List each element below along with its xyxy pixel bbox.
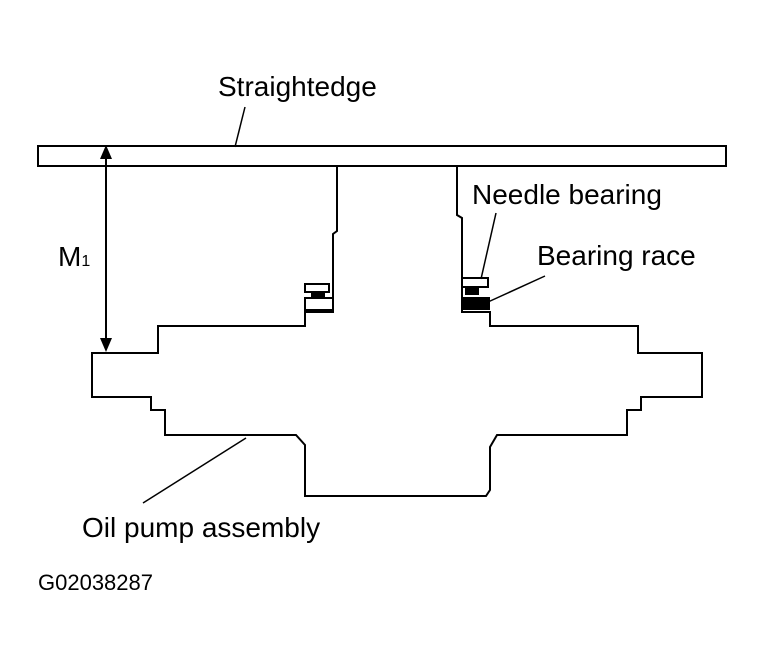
oil-pump-leader — [142, 437, 247, 504]
right-needle-bearing — [461, 277, 489, 288]
left-needle-bearing — [304, 283, 330, 293]
bearing-race-label: Bearing race — [537, 240, 696, 271]
needle-bearing-label: Needle bearing — [472, 179, 662, 210]
dimension-arrow-top — [100, 145, 112, 159]
dimension-label-main: M — [58, 241, 81, 272]
bearing-race-leader — [487, 275, 546, 303]
left-needle-roller — [311, 292, 325, 298]
dimension-label-sub: 1 — [81, 253, 90, 270]
shaft-right-edge — [456, 166, 463, 278]
straightedge-label: Straightedge — [218, 71, 377, 102]
left-bearing — [304, 283, 334, 311]
right-bearing-race — [462, 297, 490, 310]
right-bearing — [461, 277, 490, 310]
right-needle-roller — [465, 287, 479, 295]
oil-pump-assembly-label: Oil pump assembly — [82, 512, 320, 543]
dimension-arrow-bottom — [100, 338, 112, 352]
figure-code: G02038287 — [38, 570, 153, 595]
straightedge-leader — [234, 106, 246, 148]
left-bearing-race — [304, 297, 334, 311]
dimension-label: M1 — [58, 241, 90, 272]
straightedge-bar — [37, 145, 727, 167]
needle-bearing-leader — [480, 212, 497, 280]
shaft-left-edge — [332, 166, 338, 283]
dimension-m1 — [100, 145, 112, 352]
oil-pump-body — [91, 278, 703, 497]
